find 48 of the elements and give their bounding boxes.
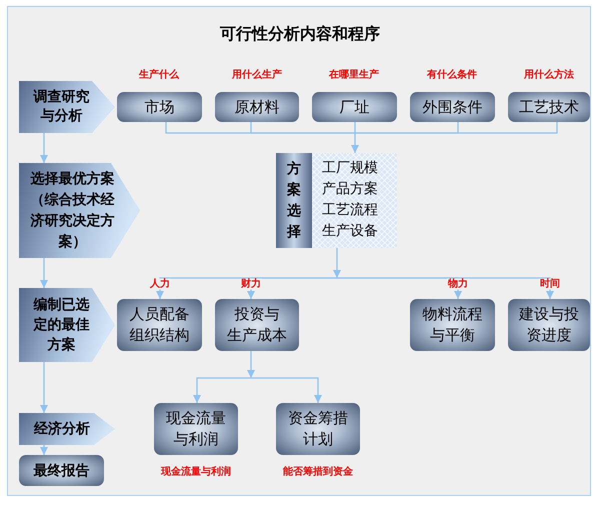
heading-bar: 方案选择 <box>276 153 312 248</box>
stage-box: 编制已选定的最佳方案 <box>19 288 115 362</box>
arrow <box>40 133 48 163</box>
process-box: 投资与生产成本 <box>215 299 299 351</box>
process-box: 人员配备组织结构 <box>117 299 202 351</box>
edge-label: 财力 <box>240 278 262 289</box>
process-box: 建设与投资进度 <box>508 299 590 351</box>
annotation-text: 生产什么 <box>139 70 179 80</box>
process-box: 资金筹措计划 <box>276 403 360 455</box>
process-box: 原材料 <box>215 92 299 122</box>
edge-label: 物力 <box>447 278 469 289</box>
stage-box: 调查研究与分析 <box>19 81 115 133</box>
arrow <box>40 362 48 413</box>
arrow <box>40 258 48 288</box>
option-panel <box>276 153 397 248</box>
process-box: 最终报告 <box>19 455 104 486</box>
title: 可行性分析内容和程序 <box>220 24 380 44</box>
process-box: 市场 <box>117 92 202 122</box>
annotation-text: 在哪里生产 <box>329 70 379 80</box>
arrow <box>40 445 48 455</box>
process-box: 工艺技术 <box>508 92 590 122</box>
arrow <box>333 248 341 278</box>
annotation-text: 用什么方法 <box>524 70 574 80</box>
process-box: 物料流程与平衡 <box>410 299 495 351</box>
arrow <box>251 377 322 403</box>
stage-box: 经济分析 <box>19 413 115 445</box>
annotation-text: 用什么生产 <box>232 70 282 80</box>
process-box: 厂址 <box>312 92 397 122</box>
process-box: 外围条件 <box>410 92 495 122</box>
connector-line <box>354 122 356 133</box>
list-item: 产品方案 <box>322 180 378 199</box>
arrow <box>247 277 337 299</box>
list-item: 工厂规模 <box>322 159 378 178</box>
annotation-text: 有什么条件 <box>427 70 477 80</box>
arrow <box>351 133 359 153</box>
process-box: 现金流量与利润 <box>154 403 238 455</box>
stage-box: 选择最优方案（综合技术经济研究决定方案） <box>19 163 140 258</box>
annotation-text: 能否筹措到资金 <box>283 466 353 478</box>
edge-label: 人力 <box>149 278 171 289</box>
arrow <box>193 377 251 403</box>
arrow <box>337 277 554 299</box>
connector-line <box>355 122 558 134</box>
annotation-text: 现金流量与利润 <box>161 466 231 478</box>
connector-line <box>250 122 355 134</box>
list-item: 工艺流程 <box>322 201 378 220</box>
arrow <box>247 351 255 378</box>
edge-label: 时间 <box>539 278 561 289</box>
list-item: 生产设备 <box>322 222 378 241</box>
